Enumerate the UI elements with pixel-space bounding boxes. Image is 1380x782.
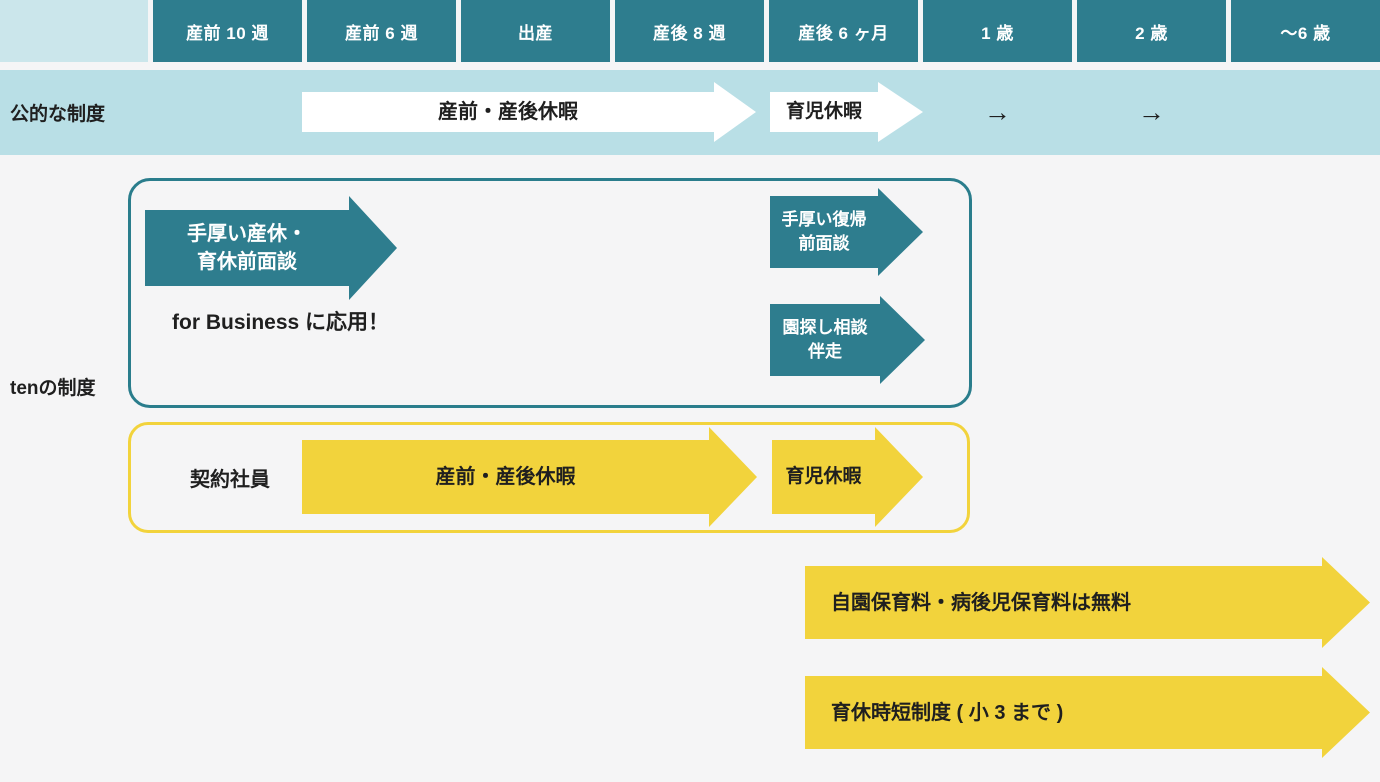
column-header-prenatal-6w: 産前 6 週 [307,0,456,62]
free-nursery-fee-label: 自園保育料・病後児保育料は無料 [831,591,1131,614]
shortened-hours-label: 育休時短制度 ( 小 3 まで ) [831,701,1064,724]
contract-childcare-leave-label: 育児休暇 [785,465,862,487]
column-header-postnatal-8w: 産後 8 週 [615,0,764,62]
column-header-age-1: 1 歳 [923,0,1072,62]
prenatal-interview-label-line1: 手厚い産休・ [187,223,307,245]
public-childcare-leave-label: 育児休暇 [785,100,862,122]
prenatal-interview-arrow: 手厚い産休・ 育休前面談 [145,196,397,300]
column-header-age-6: ～6 歳 [1231,0,1380,62]
column-header-birth: 出産 [461,0,610,62]
column-header-age-2: 2 歳 [1077,0,1226,62]
return-interview-label-line2: 前面談 [798,234,850,253]
continuation-arrow-icon: → [1138,97,1165,127]
column-header-prenatal-10w: 産前 10 週 [153,0,302,62]
contract-maternity-leave-arrow: 産前・産後休暇 [302,427,757,527]
for-business-note: for Business に応用！ [172,311,390,334]
public-maternity-leave-arrow: 産前・産後休暇 [302,82,756,142]
continuation-arrow-icon: → [984,97,1011,127]
nursery-search-support-label-line1: 園探し相談 [782,318,868,338]
public-system-row-label: 公的な制度 [10,104,106,125]
ten-system-row-label: tenの制度 [10,377,96,399]
contract-maternity-leave-label: 産前・産後休暇 [435,466,576,488]
public-maternity-leave-label: 産前・産後休暇 [438,101,578,123]
nursery-search-support-label-line2: 伴走 [808,342,842,361]
header-empty-cell [0,0,148,62]
shortened-hours-arrow: 育休時短制度 ( 小 3 まで ) [805,667,1370,758]
ten-support-box [128,178,972,408]
free-nursery-fee-arrow: 自園保育料・病後児保育料は無料 [805,557,1370,648]
return-interview-label-line1: 手厚い復帰 [781,210,867,230]
contract-employee-label: 契約社員 [190,469,270,491]
prenatal-interview-label-line2: 育休前面談 [197,251,297,273]
contract-employee-box [128,422,970,533]
column-header-postnatal-6m: 産後 6 ヶ月 [769,0,918,62]
